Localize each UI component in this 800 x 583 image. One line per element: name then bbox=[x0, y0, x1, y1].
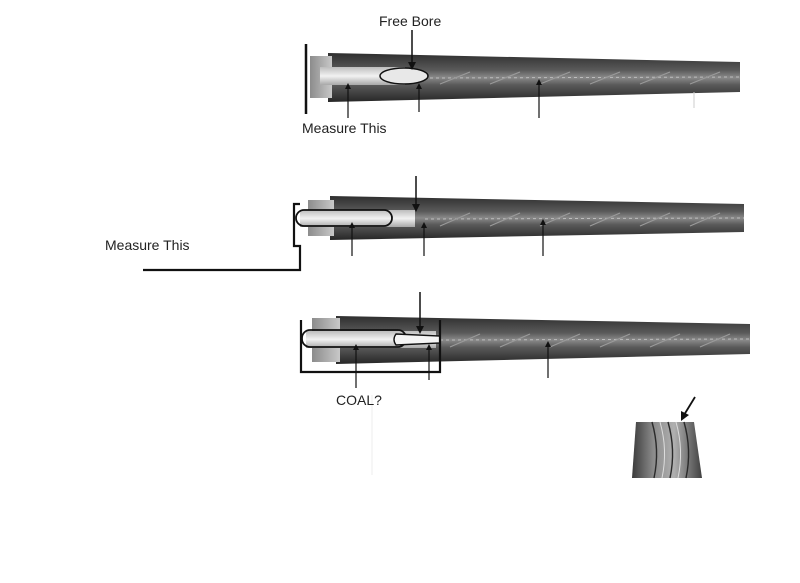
barrel-2-arrow-c-head bbox=[540, 219, 546, 225]
barrel-2-arrow-top-head bbox=[412, 204, 420, 212]
plug-grooves bbox=[651, 421, 690, 479]
plug-highlights bbox=[659, 421, 682, 479]
barrel-1 bbox=[304, 30, 741, 118]
barrel-1-free-bore-outline bbox=[379, 67, 429, 85]
barrel-1-arrow-b-head bbox=[416, 83, 422, 89]
plug-body bbox=[632, 422, 702, 478]
barrel-1-arrow-a-head bbox=[345, 83, 351, 89]
barrel-2-cartridge-outline bbox=[295, 209, 393, 227]
barrel-3-bullet-tip bbox=[393, 333, 441, 346]
barrel-2-rifling bbox=[424, 217, 745, 220]
barrel-3-coal-bracket bbox=[299, 320, 442, 374]
barrel-3-arrow-top-head bbox=[416, 326, 424, 334]
barrel-3-arrow-a-head bbox=[353, 344, 359, 350]
measure-this-label-middle: Measure This bbox=[105, 237, 190, 253]
barrel-3 bbox=[299, 292, 751, 475]
barrel-1-arrow-c-head bbox=[536, 79, 542, 85]
barrel-3-rifling bbox=[439, 338, 751, 341]
barrel-1-rifling bbox=[429, 76, 741, 79]
plug-arrow bbox=[683, 396, 696, 416]
barrel-3-arrow-c-head bbox=[545, 341, 551, 347]
barrel-2-arrow-b-head bbox=[421, 222, 427, 228]
barrel-2 bbox=[143, 176, 745, 272]
plug-arrow-head bbox=[681, 411, 689, 421]
rifled-plug-detail bbox=[632, 396, 702, 479]
barrel-3-arrow-b-head bbox=[426, 344, 432, 350]
barrel-2-arrow-a-head bbox=[349, 222, 355, 228]
free-bore-label: Free Bore bbox=[379, 13, 441, 29]
coal-label: COAL? bbox=[336, 392, 382, 408]
barrel-3-rifling-twists bbox=[449, 333, 731, 348]
free-bore-arrow-head bbox=[408, 62, 416, 70]
barrel-2-gauge-line bbox=[143, 202, 302, 272]
measure-this-label-top: Measure This bbox=[302, 120, 387, 136]
barrel-2-body bbox=[330, 196, 744, 240]
barrel-2-chamber bbox=[300, 210, 415, 227]
barrel-1-rifling-twists bbox=[439, 71, 721, 85]
